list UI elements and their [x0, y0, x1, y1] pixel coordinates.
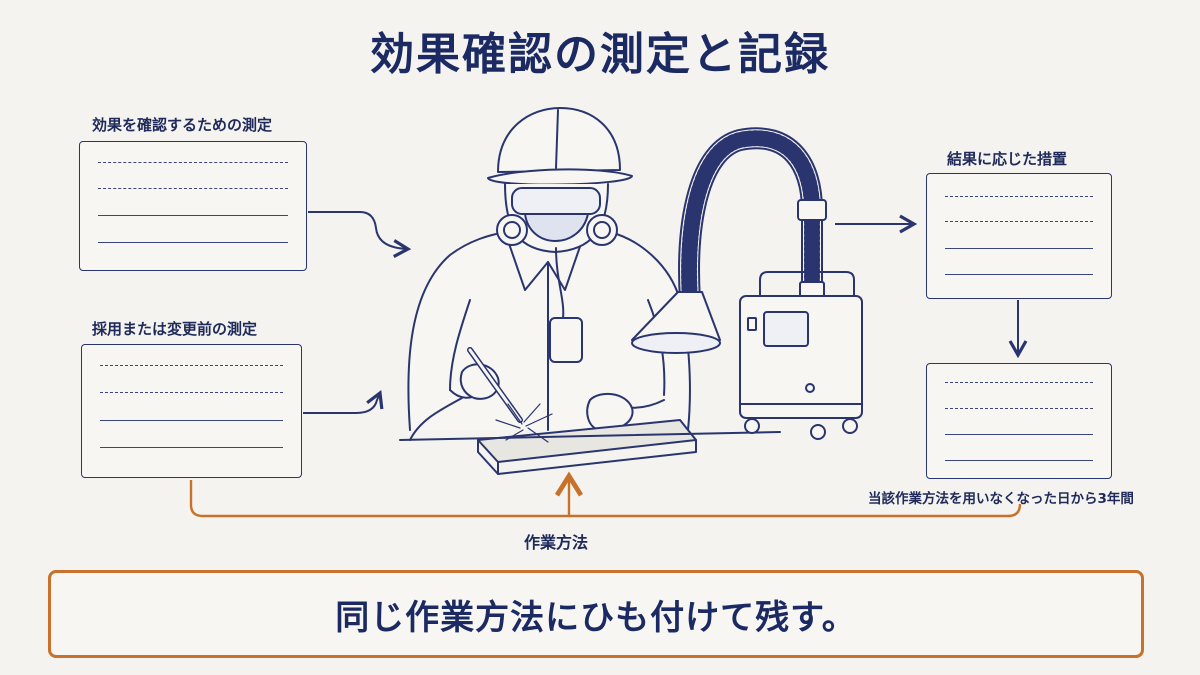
form-line — [100, 447, 283, 448]
form-line — [945, 221, 1093, 222]
form-line — [98, 188, 288, 189]
form-line — [945, 434, 1093, 435]
effect-measurement-label: 効果を確認するための測定 — [92, 116, 273, 134]
form-line — [98, 162, 288, 163]
form-line — [100, 420, 283, 421]
retention-message-box: 同じ作業方法にひも付けて残す。 — [48, 570, 1144, 658]
retention-period-label: 当該作業方法を用いなくなった日から3年間 — [868, 491, 1134, 507]
form-line — [945, 248, 1093, 249]
form-line — [945, 460, 1093, 461]
result-action-record-box — [926, 173, 1112, 299]
fume-extractor-icon — [631, 127, 863, 440]
work-method-bracket — [189, 480, 1022, 518]
form-line — [945, 382, 1093, 383]
form-line — [945, 408, 1093, 409]
work-method-label: 作業方法 — [524, 533, 589, 552]
before-measurement-record-box — [81, 344, 302, 478]
result-action-label: 結果に応じた措置 — [947, 150, 1068, 168]
welder-with-respirator-icon — [399, 107, 781, 475]
before-measurement-label: 採用または変更前の測定 — [92, 320, 258, 338]
page-title: 効果確認の測定と記録 — [370, 29, 830, 80]
action-record-box — [926, 363, 1112, 479]
arrow-effect-to-worker — [308, 211, 412, 258]
form-line — [945, 196, 1093, 197]
form-line — [100, 392, 283, 393]
form-line — [945, 274, 1093, 275]
form-line — [100, 365, 283, 366]
retention-message: 同じ作業方法にひも付けて残す。 — [335, 597, 857, 638]
form-line — [98, 215, 288, 216]
form-line — [98, 242, 288, 243]
arrow-before-to-worker — [303, 390, 384, 414]
effect-measurement-record-box — [79, 141, 307, 271]
